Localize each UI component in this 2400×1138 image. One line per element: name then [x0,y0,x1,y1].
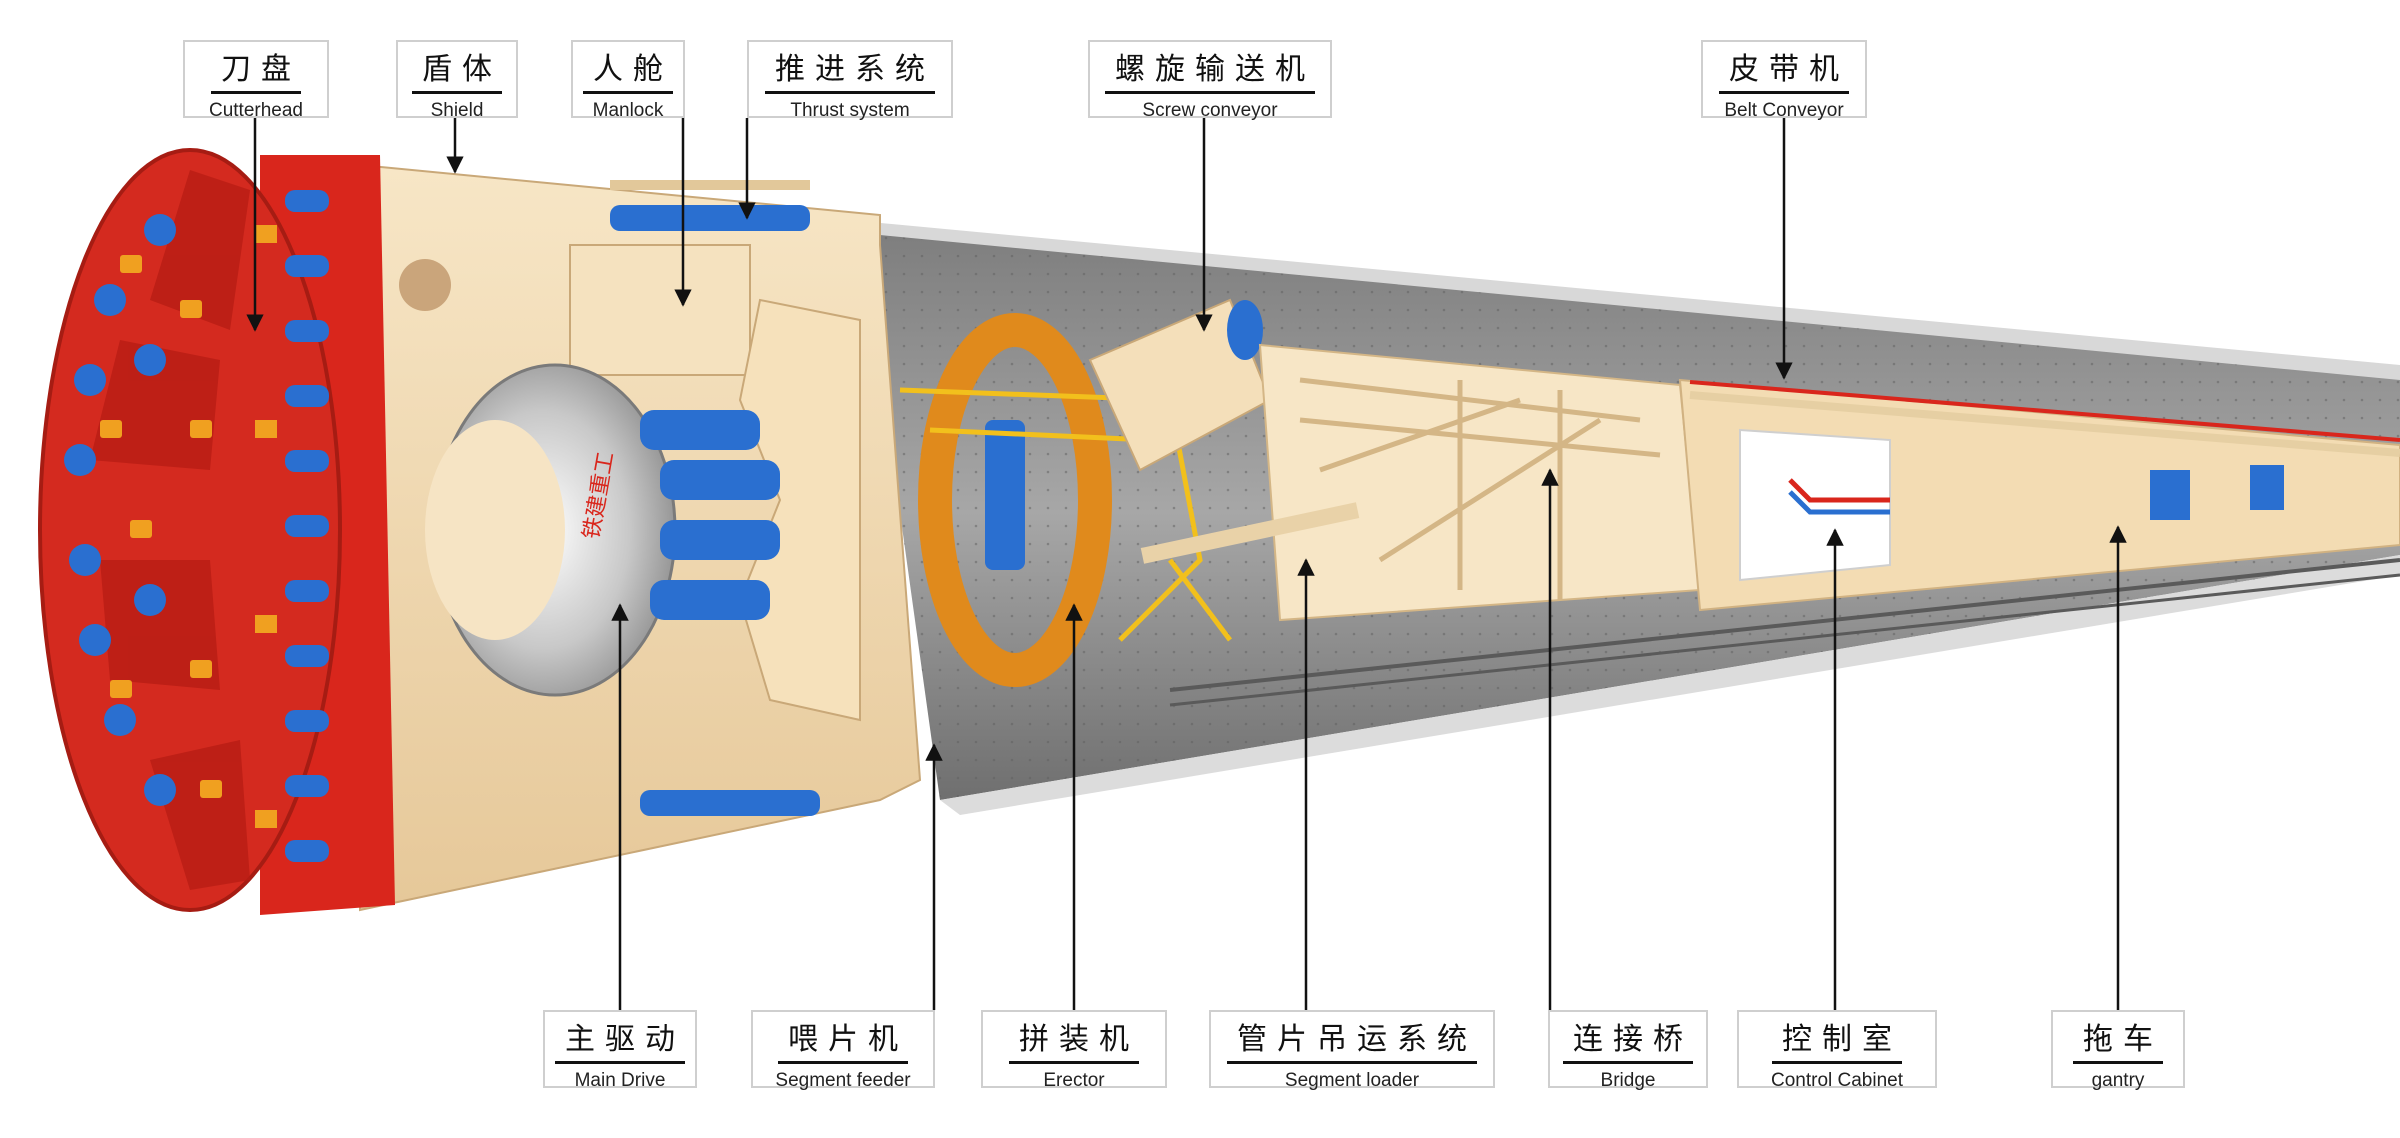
label-en: Segment loader [1284,1070,1420,1091]
label-segment-loader: 管片吊运系统 Segment loader [1209,1010,1495,1091]
label-zh: 管片吊运系统 [1227,1022,1477,1064]
label-thrust-system: 推进系统 Thrust system [747,40,953,121]
label-en: Manlock [592,100,664,121]
bridge-structure [1140,343,1702,622]
label-zh: 控制室 [1772,1022,1902,1064]
label-en: Shield [430,100,484,121]
label-en: Cutterhead [208,100,303,121]
label-en: gantry [2091,1070,2145,1091]
label-screw-conveyor: 螺旋输送机 Screw conveyor [1088,40,1332,121]
label-shield: 盾体 Shield [396,40,518,121]
label-en: Belt Conveyor [1724,100,1844,121]
label-segment-feeder: 喂片机 Segment feeder [751,1010,935,1091]
label-gantry: 拖车 gantry [2051,1010,2185,1091]
label-zh: 喂片机 [778,1022,908,1064]
label-cutterhead: 刀盘 Cutterhead [183,40,329,121]
label-control-cabinet: 控制室 Control Cabinet [1737,1010,1937,1091]
label-manlock: 人舱 Manlock [571,40,685,121]
label-en: Main Drive [574,1070,666,1091]
label-en: Screw conveyor [1142,100,1278,121]
gantry-train [1678,378,2400,612]
label-zh: 拼装机 [1009,1022,1139,1064]
label-zh: 皮带机 [1719,52,1849,94]
label-zh: 推进系统 [765,52,935,94]
label-en: Bridge [1600,1070,1656,1091]
label-zh: 拖车 [2073,1022,2163,1064]
label-en: Segment feeder [775,1070,911,1091]
leader-lines [246,118,2127,1010]
label-zh: 螺旋输送机 [1105,52,1315,94]
label-en: Control Cabinet [1770,1070,1904,1091]
label-main-drive: 主驱动 Main Drive [543,1010,697,1091]
label-en: Thrust system [790,100,910,121]
label-zh: 盾体 [412,52,502,94]
cutterhead [38,148,395,915]
label-erector: 拼装机 Erector [981,1010,1167,1091]
label-belt-conveyor: 皮带机 Belt Conveyor [1701,40,1867,121]
label-zh: 刀盘 [211,52,301,94]
label-en: Erector [1043,1070,1105,1091]
label-zh: 连接桥 [1563,1022,1693,1064]
label-zh: 人舱 [583,52,673,94]
label-bridge: 连接桥 Bridge [1548,1010,1708,1091]
label-zh: 主驱动 [555,1022,685,1064]
